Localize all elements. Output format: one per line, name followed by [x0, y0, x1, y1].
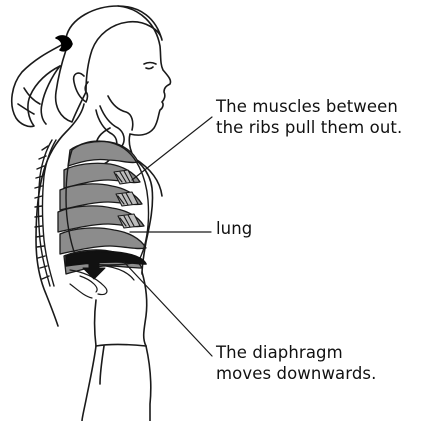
arm: [82, 272, 151, 421]
label-rib-muscles-line2: the ribs pull them out.: [216, 117, 402, 138]
label-lung: lung: [216, 218, 252, 239]
label-diaphragm: The diaphragm moves downwards.: [216, 342, 376, 384]
leader-lines: [124, 117, 212, 356]
hair-tie: [56, 36, 72, 51]
eye: [144, 63, 156, 69]
hair: [12, 6, 162, 127]
label-diaphragm-line2: moves downwards.: [216, 363, 376, 384]
label-lung-text: lung: [216, 218, 252, 239]
label-rib-muscles: The muscles between the ribs pull them o…: [216, 96, 402, 138]
label-rib-muscles-line1: The muscles between: [216, 96, 402, 117]
face-profile: [118, 6, 171, 158]
label-diaphragm-line1: The diaphragm: [216, 342, 376, 363]
